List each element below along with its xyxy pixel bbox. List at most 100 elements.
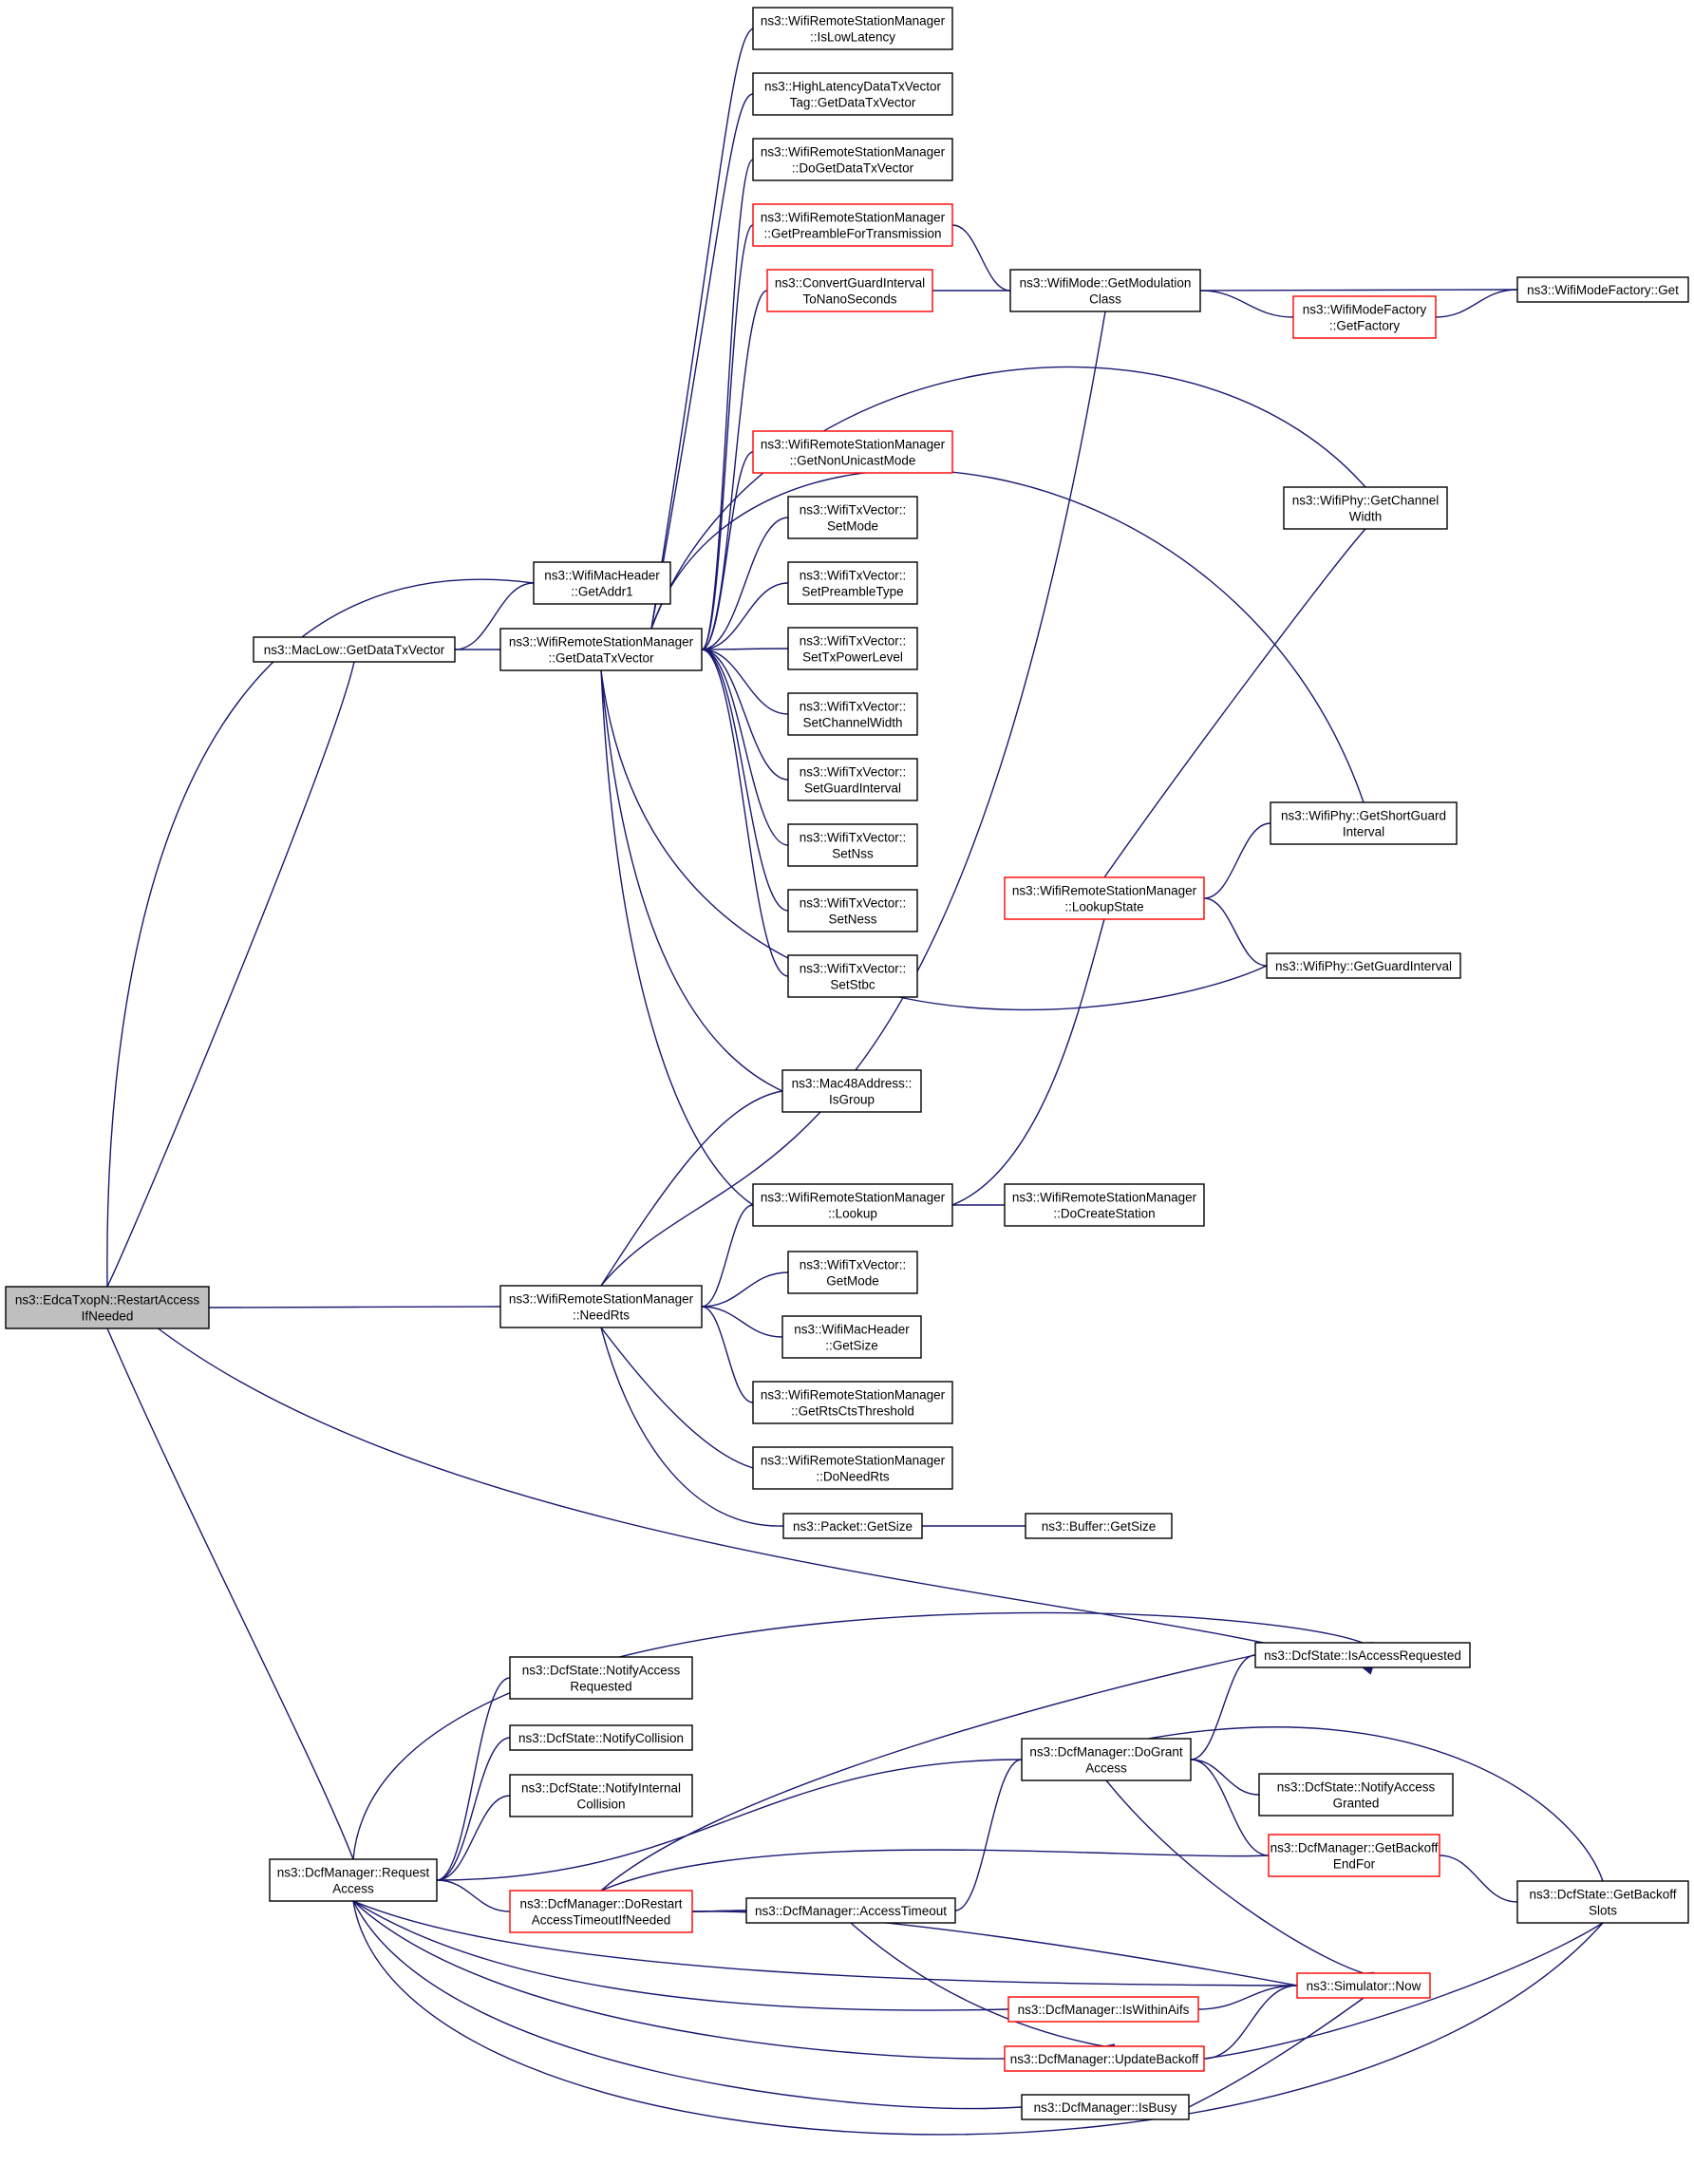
node-label-line: Width bbox=[1349, 510, 1383, 524]
edge-dcfm_dorestart-to-dcfm_getbackoffendfor bbox=[600, 1849, 1279, 1892]
node-label-line: ns3::DcfManager::AccessTimeout bbox=[755, 1904, 947, 1918]
node-label-line: ns3::WifiRemoteStationManager bbox=[761, 1388, 946, 1403]
node-label-line: ns3::DcfManager::UpdateBackoff bbox=[1010, 2052, 1199, 2066]
node-wrsm-lookup[interactable]: ns3::WifiRemoteStationManager::Lookup bbox=[752, 1183, 953, 1227]
node-maclow-getdtx[interactable]: ns3::MacLow::GetDataTxVector bbox=[253, 636, 456, 663]
node-label-line: ::GetRtsCtsThreshold bbox=[791, 1404, 914, 1419]
edge-root-to-hdr_getaddr1 bbox=[106, 578, 545, 1288]
node-tx-setchwidth[interactable]: ns3::WifiTxVector::SetChannelWidth bbox=[787, 692, 918, 736]
edge-wrsm_getdtx-to-phy_getshortgi bbox=[650, 469, 1371, 814]
node-label-line: IfNeeded bbox=[82, 1309, 134, 1324]
node-tx-setgi[interactable]: ns3::WifiTxVector::SetGuardInterval bbox=[787, 758, 918, 801]
node-wrsm-getrtscts[interactable]: ns3::WifiRemoteStationManager::GetRtsCts… bbox=[752, 1381, 953, 1424]
node-label-line: Access bbox=[1085, 1761, 1127, 1776]
node-tx-setnss[interactable]: ns3::WifiTxVector::SetNss bbox=[787, 823, 918, 867]
edge-wrsm_lookupstate-to-phy_getshortgi bbox=[1203, 819, 1281, 899]
node-label-line: ns3::Simulator::Now bbox=[1307, 1979, 1421, 1993]
node-label-line: ns3::WifiModeFactory::Get bbox=[1527, 283, 1679, 297]
node-tx-setpreamble[interactable]: ns3::WifiTxVector::SetPreambleType bbox=[787, 561, 918, 605]
node-wmf-get[interactable]: ns3::WifiModeFactory::Get bbox=[1516, 276, 1689, 303]
edge-dcfm_dogrant-to-dcfstate_notifyaccgranted bbox=[1190, 1759, 1270, 1799]
node-tx-setstbc[interactable]: ns3::WifiTxVector::SetStbc bbox=[787, 954, 918, 998]
node-label-line: ns3::WifiTxVector:: bbox=[800, 634, 907, 649]
node-label-line: SetMode bbox=[827, 519, 878, 534]
edge-dcfm_requestaccess-to-dcfstate_isaccreq bbox=[352, 1611, 1374, 1860]
node-wrsm-islowlat[interactable]: ns3::WifiRemoteStationManager::IsLowLate… bbox=[752, 7, 953, 50]
node-label-line: ::GetSize bbox=[825, 1339, 878, 1353]
node-label-line: SetPreambleType bbox=[801, 585, 903, 599]
node-packet-getsize[interactable]: ns3::Packet::GetSize bbox=[782, 1513, 923, 1539]
node-wrsm-getpreamble[interactable]: ns3::WifiRemoteStationManager::GetPreamb… bbox=[752, 203, 953, 247]
node-tx-getmode[interactable]: ns3::WifiTxVector::GetMode bbox=[787, 1251, 918, 1294]
node-label-line: ns3::WifiRemoteStationManager bbox=[761, 438, 946, 452]
edge-dcfm_accesstimeout-to-dcfm_dogrant bbox=[954, 1755, 1032, 1911]
edge-packet_getsize-to-buffer_getsize bbox=[921, 1521, 1036, 1531]
node-label-line: ns3::WifiPhy::GetGuardInterval bbox=[1275, 959, 1452, 973]
node-wrsm-getnonunicast[interactable]: ns3::WifiRemoteStationManager::GetNonUni… bbox=[752, 430, 953, 474]
edge-wifimode_getmod-to-wmf_getfactory bbox=[1199, 290, 1304, 322]
node-dcfstate-isaccreq[interactable]: ns3::DcfState::IsAccessRequested bbox=[1254, 1642, 1471, 1668]
node-sim-now[interactable]: ns3::Simulator::Now bbox=[1296, 1972, 1431, 1999]
node-hltag-getdtx[interactable]: ns3::HighLatencyDataTxVectorTag::GetData… bbox=[752, 72, 953, 116]
node-wrsm-needrts[interactable]: ns3::WifiRemoteStationManager::NeedRts bbox=[499, 1285, 703, 1328]
node-label-line: ::DoCreateStation bbox=[1053, 1207, 1155, 1221]
node-buffer-getsize[interactable]: ns3::Buffer::GetSize bbox=[1025, 1513, 1173, 1539]
node-hdr-getaddr1[interactable]: ns3::WifiMacHeader::GetAddr1 bbox=[533, 561, 671, 605]
edge-root-to-maclow_getdtx bbox=[106, 650, 361, 1288]
node-label-line: ns3::DcfManager::Request bbox=[277, 1866, 430, 1880]
node-hdr-getsize[interactable]: ns3::WifiMacHeader::GetSize bbox=[781, 1315, 922, 1359]
node-label-line: ::GetDataTxVector bbox=[548, 651, 654, 666]
edge-dcfm_requestaccess-to-dcfstate_getbackoffslots bbox=[352, 1900, 1613, 2136]
node-wrsm-dogetdtx[interactable]: ns3::WifiRemoteStationManager::DoGetData… bbox=[752, 138, 953, 181]
node-label-line: ns3::WifiRemoteStationManager bbox=[1012, 884, 1197, 898]
node-dcfm-dorestart[interactable]: ns3::DcfManager::DoRestartAccessTimeoutI… bbox=[509, 1890, 693, 1933]
node-wrsm-getdtx[interactable]: ns3::WifiRemoteStationManager::GetDataTx… bbox=[499, 628, 703, 671]
node-tx-setmode[interactable]: ns3::WifiTxVector::SetMode bbox=[787, 496, 918, 539]
node-tx-settxpower[interactable]: ns3::WifiTxVector::SetTxPowerLevel bbox=[787, 627, 918, 670]
edge-wrsm_needrts-to-hdr_getsize bbox=[701, 1306, 793, 1342]
node-label-line: ns3::WifiPhy::GetShortGuard bbox=[1281, 809, 1446, 823]
node-dcfstate-notifycoll[interactable]: ns3::DcfState::NotifyCollision bbox=[509, 1724, 693, 1751]
node-label-line: ns3::DcfState::NotifyCollision bbox=[518, 1731, 684, 1745]
node-dcfm-updatebackoff[interactable]: ns3::DcfManager::UpdateBackoff bbox=[1004, 2045, 1205, 2072]
node-tx-setness[interactable]: ns3::WifiTxVector::SetNess bbox=[787, 889, 918, 932]
edge-wrsm_getdtx-to-phy_getchwidth bbox=[650, 366, 1376, 630]
node-label-line: ::GetFactory bbox=[1329, 319, 1401, 333]
node-label-line: ns3::WifiMacHeader bbox=[794, 1323, 910, 1337]
node-label-line: ns3::WifiRemoteStationManager bbox=[761, 1191, 946, 1205]
node-wrsm-docreate[interactable]: ns3::WifiRemoteStationManager::DoCreateS… bbox=[1004, 1183, 1205, 1227]
edge-wrsm_needrts-to-tx_getmode bbox=[701, 1268, 799, 1308]
node-wrsm-doneedrts[interactable]: ns3::WifiRemoteStationManager::DoNeedRts bbox=[752, 1446, 953, 1490]
node-label-line: ns3::DcfState::NotifyAccess bbox=[522, 1664, 681, 1678]
node-wmf-getfactory[interactable]: ns3::WifiModeFactory::GetFactory bbox=[1292, 295, 1437, 339]
node-wrsm-lookupstate[interactable]: ns3::WifiRemoteStationManager::LookupSta… bbox=[1004, 876, 1205, 920]
node-mac48-isgroup[interactable]: ns3::Mac48Address::IsGroup bbox=[781, 1069, 922, 1113]
node-phy-getgi[interactable]: ns3::WifiPhy::GetGuardInterval bbox=[1266, 952, 1461, 979]
node-label-line: ns3::DcfState::IsAccessRequested bbox=[1264, 1648, 1461, 1663]
node-label-line: ns3::WifiTxVector:: bbox=[800, 896, 907, 911]
node-label-line: ::GetAddr1 bbox=[571, 585, 632, 599]
node-dcfm-isbusy[interactable]: ns3::DcfManager::IsBusy bbox=[1021, 2094, 1190, 2120]
node-label-line: ns3::WifiRemoteStationManager bbox=[761, 145, 946, 160]
edge-root-to-dcfm_requestaccess bbox=[106, 1327, 362, 1871]
edge-wrsm_getdtx-to-tx_setnss bbox=[701, 649, 799, 850]
node-dcfm-iswithinaifs[interactable]: ns3::DcfManager::IsWithinAifs bbox=[1007, 1996, 1199, 2023]
node-label-line: ns3::DcfManager::GetBackoff bbox=[1270, 1841, 1439, 1855]
node-label-line: ns3::WifiPhy::GetChannel bbox=[1292, 494, 1440, 508]
node-dcfm-accesstimeout[interactable]: ns3::DcfManager::AccessTimeout bbox=[745, 1897, 956, 1924]
edge-wrsm_lookupstate-to-phy_getgi bbox=[1203, 897, 1277, 970]
node-label-line: ns3::WifiMacHeader bbox=[544, 569, 660, 583]
node-label-line: ns3::DcfManager::IsWithinAifs bbox=[1018, 2003, 1190, 2017]
